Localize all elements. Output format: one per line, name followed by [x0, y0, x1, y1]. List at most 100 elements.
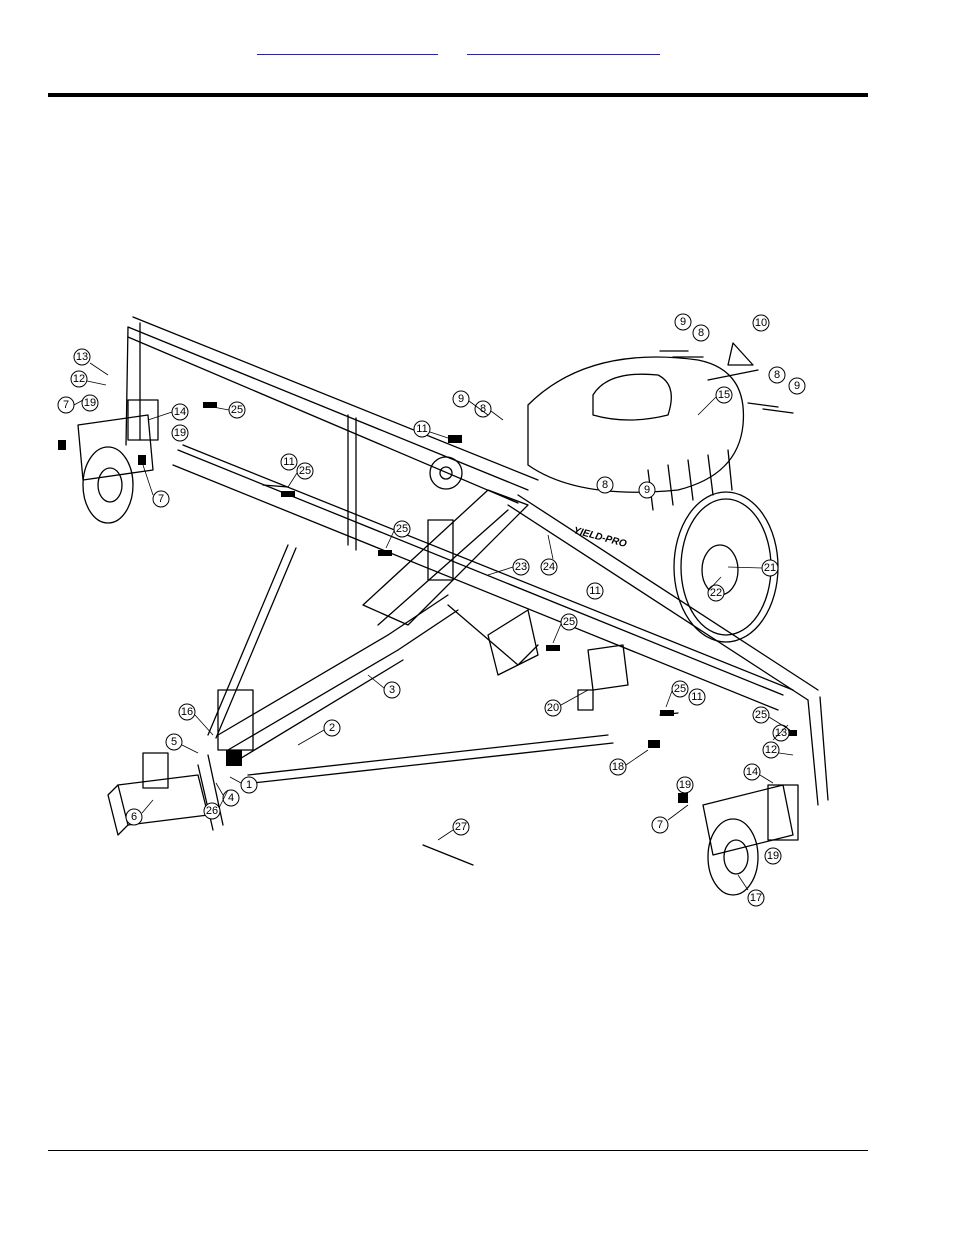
- svg-text:11: 11: [416, 423, 427, 435]
- callout-11-d: 11: [689, 689, 705, 705]
- callout-8-top: 8: [693, 325, 709, 341]
- callout-9-right: 9: [789, 378, 805, 394]
- callout-13-right: 13: [773, 725, 789, 741]
- svg-text:16: 16: [181, 706, 193, 718]
- callout-4: 4: [223, 790, 239, 806]
- svg-text:25: 25: [755, 709, 767, 721]
- svg-text:8: 8: [774, 369, 780, 381]
- callout-9-left: 9: [453, 391, 469, 407]
- callout-11-b: 11: [281, 454, 297, 470]
- callout-8-right: 8: [769, 367, 785, 383]
- svg-text:25: 25: [231, 404, 243, 416]
- svg-text:9: 9: [644, 484, 650, 496]
- callout-7-left: 7: [58, 397, 74, 413]
- svg-text:7: 7: [63, 399, 69, 411]
- callout-19-b: 19: [172, 425, 188, 441]
- callout-7-right: 7: [652, 817, 668, 833]
- left-caster-bracket: [78, 400, 158, 480]
- svg-text:18: 18: [612, 761, 624, 773]
- svg-text:15: 15: [718, 389, 730, 401]
- header-rule: [48, 93, 868, 97]
- callout-8-left: 8: [475, 401, 491, 417]
- svg-text:27: 27: [455, 821, 467, 833]
- callout-22: 22: [708, 585, 724, 601]
- svg-text:26: 26: [206, 805, 218, 817]
- parts-diagram: YIELD-PRO 1 2 3 4 5 6 7 7 7 8 8 8 8 9 9 …: [48, 305, 838, 910]
- svg-text:8: 8: [602, 479, 608, 491]
- lift-assembly: [363, 490, 538, 675]
- svg-text:11: 11: [589, 585, 600, 597]
- callout-25-f: 25: [753, 707, 769, 723]
- svg-text:3: 3: [389, 684, 395, 696]
- callout-24: 24: [541, 559, 557, 575]
- callout-16: 16: [179, 704, 195, 720]
- callout-19-d: 19: [765, 848, 781, 864]
- svg-text:10: 10: [755, 317, 767, 329]
- dipstick: [423, 845, 473, 865]
- svg-text:6: 6: [131, 811, 137, 823]
- callout-14-right: 14: [744, 764, 760, 780]
- svg-text:19: 19: [679, 779, 691, 791]
- svg-text:12: 12: [73, 373, 85, 385]
- svg-text:4: 4: [228, 792, 234, 804]
- svg-text:25: 25: [396, 523, 408, 535]
- callout-23: 23: [513, 559, 529, 575]
- svg-text:7: 7: [158, 493, 164, 505]
- callout-19-a: 19: [82, 395, 98, 411]
- svg-text:11: 11: [691, 691, 702, 703]
- svg-text:8: 8: [698, 327, 704, 339]
- header-link-1[interactable]: [257, 40, 438, 55]
- svg-text:21: 21: [764, 562, 776, 574]
- svg-text:19: 19: [767, 850, 779, 862]
- callout-11-c: 11: [587, 583, 603, 599]
- callout-12-left: 12: [71, 371, 87, 387]
- diagonal-braces: [208, 545, 613, 783]
- callout-14-left: 14: [172, 404, 188, 420]
- svg-text:11: 11: [283, 456, 294, 468]
- callout-5: 5: [166, 734, 182, 750]
- svg-text:9: 9: [680, 316, 686, 328]
- svg-text:19: 19: [174, 427, 186, 439]
- callout-21: 21: [762, 560, 778, 576]
- callout-25-b: 25: [297, 463, 313, 479]
- callout-13-left: 13: [74, 349, 90, 365]
- svg-text:13: 13: [76, 351, 88, 363]
- callout-9-lower: 9: [639, 482, 655, 498]
- callout-25-c: 25: [394, 521, 410, 537]
- callout-18: 18: [610, 759, 626, 775]
- footer-rule: [48, 1150, 868, 1151]
- header-link-2[interactable]: [467, 40, 660, 55]
- svg-text:14: 14: [174, 406, 186, 418]
- callout-15: 15: [716, 387, 732, 403]
- svg-text:22: 22: [710, 587, 722, 599]
- svg-text:7: 7: [657, 819, 663, 831]
- svg-text:25: 25: [674, 683, 686, 695]
- callout-6: 6: [126, 809, 142, 825]
- yield-pro-decal: YIELD-PRO: [572, 525, 628, 550]
- svg-text:12: 12: [765, 744, 777, 756]
- svg-text:20: 20: [547, 702, 559, 714]
- callout-25-a: 25: [229, 402, 245, 418]
- svg-text:5: 5: [171, 736, 177, 748]
- svg-text:19: 19: [84, 397, 96, 409]
- callout-26: 26: [204, 803, 220, 819]
- callout-1: 1: [241, 777, 257, 793]
- svg-text:23: 23: [515, 561, 527, 573]
- callout-12-right: 12: [763, 742, 779, 758]
- callouts: 1 2 3 4 5 6 7 7 7 8 8 8 8 9 9 9 9 10 11 …: [58, 314, 805, 906]
- svg-text:13: 13: [775, 727, 787, 739]
- right-front-wheel: [708, 819, 758, 895]
- rear-hitch: [108, 753, 208, 835]
- left-wheel: [83, 447, 133, 523]
- svg-text:2: 2: [329, 722, 335, 734]
- callout-2: 2: [324, 720, 340, 736]
- loose-decals: [263, 343, 793, 715]
- svg-text:14: 14: [746, 766, 758, 778]
- svg-text:24: 24: [543, 561, 555, 573]
- callout-11-a: 11: [414, 421, 430, 437]
- callout-20: 20: [545, 700, 561, 716]
- callout-27: 27: [453, 819, 469, 835]
- callout-19-c: 19: [677, 777, 693, 793]
- svg-text:17: 17: [750, 892, 762, 904]
- callout-17: 17: [748, 890, 764, 906]
